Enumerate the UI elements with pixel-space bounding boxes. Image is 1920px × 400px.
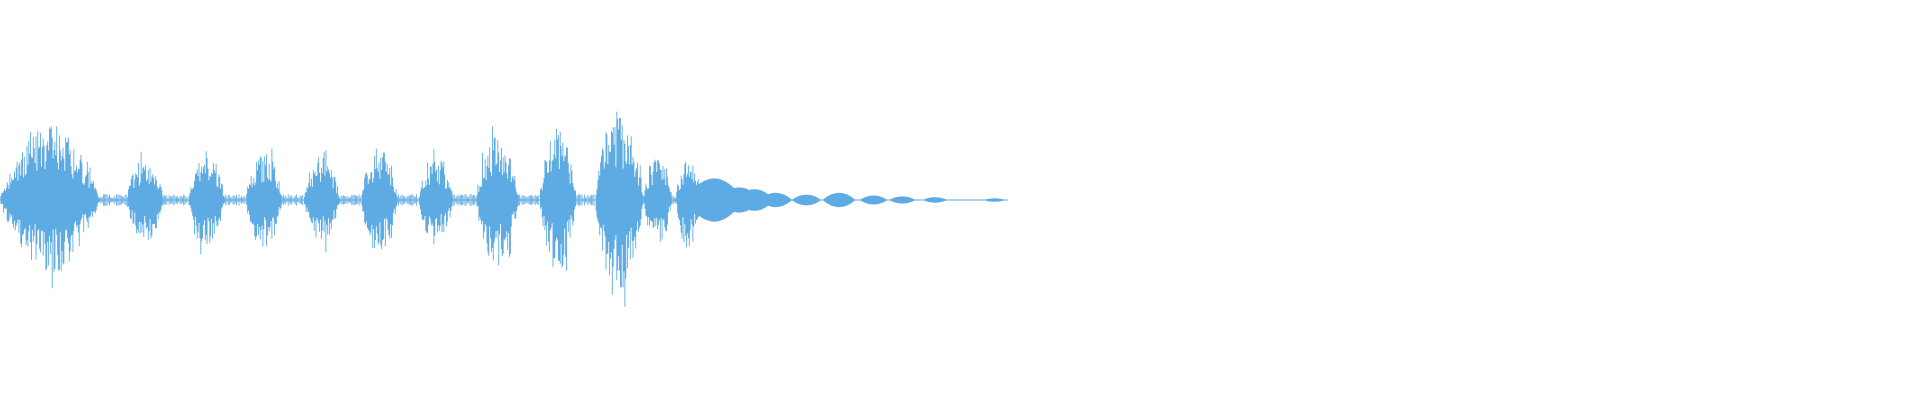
waveform-signal — [0, 111, 1008, 307]
waveform-tail-blob — [684, 178, 744, 222]
waveform-burst — [246, 148, 303, 247]
waveform-tail-blob — [734, 189, 775, 211]
waveform-burst — [303, 150, 361, 253]
waveform-burst — [127, 151, 188, 240]
waveform-tail-blob — [791, 194, 822, 206]
waveform-burst — [361, 148, 419, 249]
waveform-tail-blob — [982, 198, 1007, 202]
waveform-burst — [419, 149, 477, 245]
waveform-tail-blob — [859, 195, 888, 205]
waveform-burst — [476, 126, 540, 266]
waveform-burst — [643, 159, 676, 242]
waveform-tail-blob — [759, 192, 793, 208]
waveform-burst — [188, 151, 246, 255]
waveform-tail-blob — [889, 196, 916, 204]
waveform-burst — [595, 111, 644, 307]
waveform-tail-blob — [922, 197, 948, 203]
waveform-burst — [0, 126, 127, 289]
waveform-burst — [539, 128, 595, 271]
waveform-tail-blob — [822, 192, 856, 208]
